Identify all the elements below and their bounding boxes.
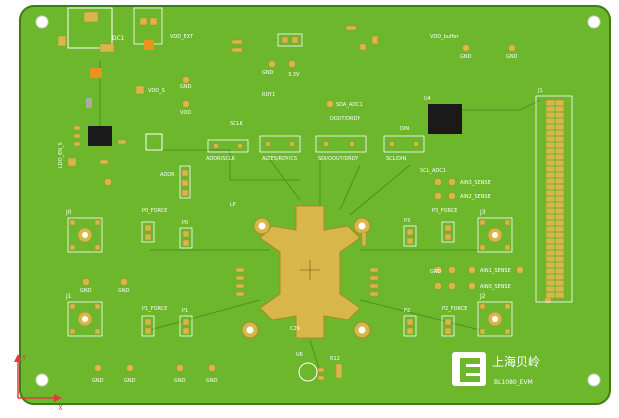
test-points-top[interactable] xyxy=(104,44,516,186)
altes-label: ALTES/RDY/CS xyxy=(262,156,297,162)
gnd-label: GND xyxy=(80,288,92,294)
ain2-sense-label: AIN2_SENSE xyxy=(460,194,491,200)
company-logo: 上海贝岭 BL1080_EVM xyxy=(452,352,540,386)
gnd-label: GND xyxy=(118,288,130,294)
c29-label: C29 xyxy=(290,326,300,332)
rdy-label: RDY1 xyxy=(262,92,275,98)
vdd-s-pad[interactable] xyxy=(135,85,145,95)
pcb-board xyxy=(19,5,611,405)
j3-label: J3 xyxy=(479,209,486,216)
dout-drdy-label: DOUT/DRDY xyxy=(330,116,361,122)
logo-text: 上海贝岭 xyxy=(492,354,540,369)
gnd-label: GND xyxy=(262,70,274,76)
j2-connector[interactable]: J2 xyxy=(477,293,513,337)
addr-header[interactable] xyxy=(179,165,191,199)
gnd-test-points[interactable] xyxy=(82,266,552,372)
u4-label: U4 xyxy=(424,96,431,102)
j1-label: J1 xyxy=(65,293,72,300)
dc1-label: DC1 xyxy=(112,35,125,42)
gnd-label: GND xyxy=(506,54,518,60)
sense-test-points[interactable] xyxy=(434,178,476,290)
gnd-label: GND xyxy=(124,378,136,384)
j0-label: J0 xyxy=(65,209,72,216)
gnd-label: GND xyxy=(206,378,218,384)
p3-force-label: P3_FORCE xyxy=(432,208,457,214)
vdd-ext-label: VDD_EXT xyxy=(170,34,194,40)
p2-force-label: P2_FORCE xyxy=(442,306,467,312)
j0-connector[interactable]: J0 xyxy=(65,209,103,253)
p2-label: P2 xyxy=(404,308,410,314)
gnd-label: GND xyxy=(430,269,442,275)
v33-header[interactable] xyxy=(277,33,303,47)
ain0-sense-label: AIN0_SENSE xyxy=(480,284,511,290)
passives-left xyxy=(73,25,379,165)
resistor-columns xyxy=(235,231,379,297)
v33-label: 3.3V xyxy=(288,72,300,78)
u4-ic: U4 xyxy=(424,96,462,134)
sdi-dout-label: SDI/DOUT/DRDY xyxy=(318,156,359,162)
ldo-en-pad[interactable] xyxy=(67,157,77,167)
p1-force-label: P1_FORCE xyxy=(142,306,167,312)
p0-force-label: P0_FORCE xyxy=(142,208,167,214)
scl-din-label: SCL/DIN xyxy=(386,156,406,162)
axis-gizmo: Y X xyxy=(14,354,63,412)
p0-label: P0 xyxy=(182,220,188,226)
p3-label: P3 xyxy=(404,218,410,224)
regulator-ic xyxy=(86,98,163,151)
p1-label: P1 xyxy=(182,308,188,314)
sda-adc-label: SDA_ADC1 xyxy=(336,102,363,108)
j1-connector[interactable]: J1 xyxy=(65,293,103,337)
force-headers[interactable] xyxy=(141,221,455,337)
gnd-label: GND xyxy=(92,378,104,384)
gnd-label: GND xyxy=(174,378,186,384)
gnd-label: GND xyxy=(460,54,472,60)
dc-jack[interactable]: DC1 xyxy=(57,7,125,53)
central-test-pad: C29 xyxy=(241,205,371,339)
u6-sensor: U6 R12 xyxy=(296,352,343,382)
din-label: DIN xyxy=(400,126,409,132)
edge-connector-header[interactable]: J1 xyxy=(535,88,573,303)
u1-label: J1 xyxy=(537,88,543,94)
y-axis-label: Y xyxy=(21,354,27,362)
scl-adc-label: SCL_ADC1 xyxy=(420,168,446,174)
addr-label: ADDR xyxy=(160,172,175,178)
board-name: BL1080_EVM xyxy=(494,379,533,386)
power-header[interactable]: VDD_EXT xyxy=(133,7,194,45)
mounting-holes xyxy=(35,15,601,387)
addr-sclk-label: ADDR/SCLK xyxy=(206,156,236,162)
tantalum-capacitor xyxy=(144,40,154,50)
lp-label: LP xyxy=(230,202,236,208)
u6-label: U6 xyxy=(296,352,303,358)
x-axis-label: X xyxy=(58,404,63,412)
j2-label: J2 xyxy=(479,293,486,300)
ldo-en-label: LDO_EN_S xyxy=(58,142,64,168)
j3-connector[interactable]: J3 xyxy=(477,209,513,253)
r12-label: R12 xyxy=(330,356,340,362)
sclk-label: SCLK xyxy=(230,121,243,127)
ain3-sense-label: AIN3_SENSE xyxy=(460,180,491,186)
vdd-s-label: VDD_S xyxy=(148,88,165,94)
vdd-buffer-label: VDD_buffer xyxy=(430,34,459,40)
gnd-label: GND xyxy=(180,84,192,90)
ain1-sense-label: AIN1_SENSE xyxy=(480,268,511,274)
jumper-row[interactable] xyxy=(207,135,425,153)
tantalum-capacitor xyxy=(90,68,102,78)
vdd-label: VDD xyxy=(180,110,191,116)
